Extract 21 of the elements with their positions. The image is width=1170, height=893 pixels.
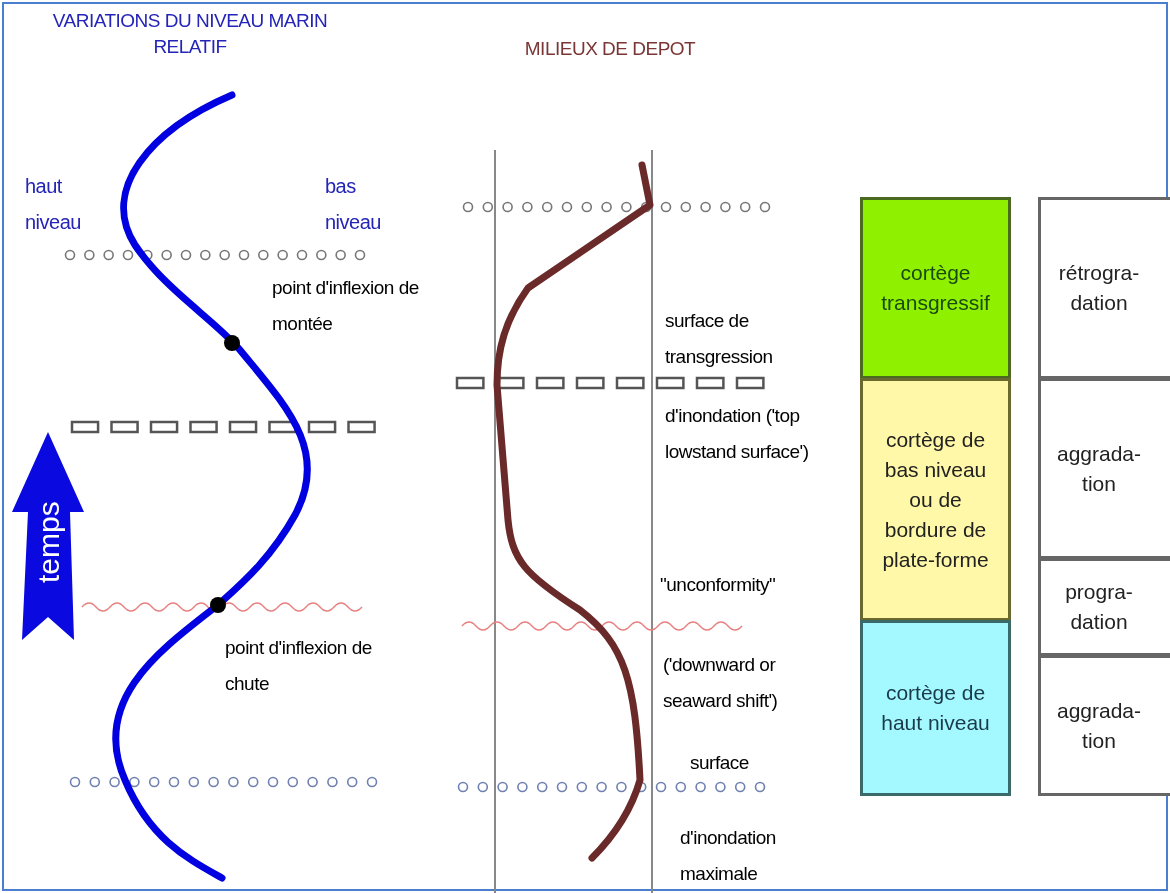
stacking-pattern-box: rétrogra-dation [1038, 197, 1170, 379]
time-arrow [12, 432, 84, 642]
column-heading: MILIEUX DE DEPOT [523, 37, 697, 61]
surface-label: ('downward or seaward shift') [663, 653, 779, 713]
stacking-pattern-box: progra-dation [1038, 558, 1170, 656]
systems-tract-box: cortège transgressif [860, 197, 1011, 379]
arrow-label: temps [32, 500, 66, 585]
surface-label: d'inondation maximale [680, 826, 777, 886]
surface-label: d'inondation ('top lowstand surface') [665, 404, 810, 464]
surface-label: surface de transgression [665, 309, 774, 369]
stacking-pattern-box: aggrada-tion [1038, 655, 1170, 796]
axis-label: haut niveau [25, 174, 82, 235]
systems-tract-box: cortège de haut niveau [860, 620, 1011, 796]
point-label: point d'inflexion de montée [272, 276, 420, 336]
stacking-pattern-box: aggrada-tion [1038, 378, 1170, 559]
axis-label: bas niveau [325, 174, 382, 235]
surface-label: "unconformity" [660, 573, 777, 597]
column-heading: VARIATIONS DU NIVEAU MARIN RELATIF [51, 9, 329, 59]
systems-tract-box: cortège de bas niveau ou de bordure de plate-forme [860, 378, 1011, 621]
surface-label: surface [690, 751, 750, 775]
point-label: point d'inflexion de chute [225, 636, 373, 696]
